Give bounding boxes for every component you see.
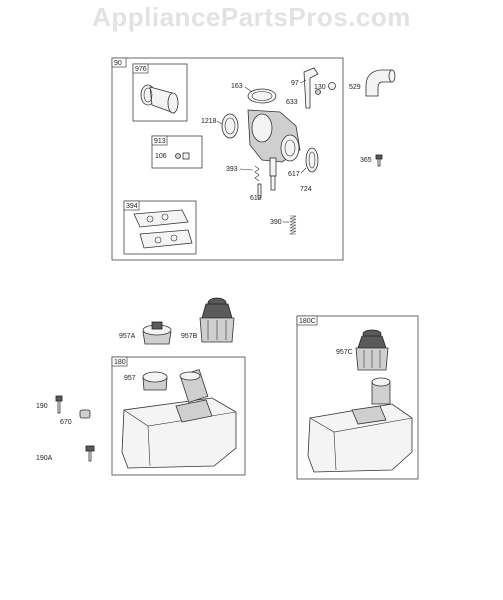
- group-label-976: 976: [135, 66, 147, 73]
- breather-elbow-part: [365, 69, 396, 97]
- gasket-617-part: [305, 147, 319, 173]
- choke-lever-part: [303, 67, 336, 109]
- intake-elbow-part: [140, 84, 179, 114]
- bolt-190-part: [55, 395, 63, 414]
- callout-957: 957: [124, 375, 136, 382]
- group-label-394: 394: [126, 203, 138, 210]
- tank-180c-frame: [296, 315, 419, 480]
- group-label-180c: 180C: [299, 318, 316, 325]
- fuel-cap-957a-part: [142, 321, 172, 345]
- callout-1218: 1218: [201, 118, 217, 125]
- callout-957b: 957B: [181, 333, 198, 340]
- callout-393: 393: [226, 166, 238, 173]
- callout-130: 130: [314, 84, 326, 91]
- callout-529: 529: [349, 84, 361, 91]
- callout-957a: 957A: [119, 333, 136, 340]
- screw-612-part: [257, 183, 262, 199]
- screw-365-part: [375, 154, 383, 167]
- callout-724: 724: [300, 186, 312, 193]
- callout-957c: 957C: [336, 349, 353, 356]
- group-tag-913: [151, 135, 168, 146]
- group-tag-180c: [296, 315, 318, 326]
- group-tag-976: [132, 63, 149, 74]
- box-394: [123, 200, 197, 255]
- callout-617: 617: [288, 171, 300, 178]
- fuel-cap-957b-part: [199, 297, 235, 343]
- callout-365: 365: [360, 157, 372, 164]
- callout-633: 633: [286, 99, 298, 106]
- fuel-tank-180c-part: [307, 377, 413, 473]
- callout-670: 670: [60, 419, 72, 426]
- tank-180-frame: [111, 356, 246, 476]
- fuel-tank-180-part: [121, 369, 237, 469]
- jet-part: [175, 152, 190, 160]
- box-976: [132, 63, 188, 122]
- group-label-90: 90: [114, 60, 122, 67]
- watermark-text: AppliancePartsPros.com: [92, 2, 411, 32]
- callout-190: 190: [36, 403, 48, 410]
- bolt-190a-part: [85, 445, 95, 462]
- callout-97: 97: [291, 80, 299, 87]
- callout-612: 612: [250, 195, 262, 202]
- callout-390: 390: [270, 219, 282, 226]
- group-tag-394: [123, 200, 140, 211]
- callout-106: 106: [155, 153, 167, 160]
- callout-163: 163: [231, 83, 243, 90]
- gasket-set-part: [133, 209, 193, 249]
- carburetor-group-frame: [111, 57, 344, 261]
- callout-190a: 190A: [36, 455, 53, 462]
- box-913: [151, 135, 203, 169]
- group-tag-90: [111, 57, 127, 68]
- fuel-cap-957-part: [142, 371, 168, 391]
- spring-390-part: [289, 215, 297, 235]
- spring-393-part: [254, 165, 260, 182]
- carburetor-body-part: [221, 88, 301, 191]
- spacer-670-part: [79, 409, 91, 419]
- group-tag-180: [111, 356, 128, 367]
- fuel-cap-957c-part: [355, 329, 389, 371]
- group-label-180: 180: [114, 359, 126, 366]
- group-label-913: 913: [154, 138, 166, 145]
